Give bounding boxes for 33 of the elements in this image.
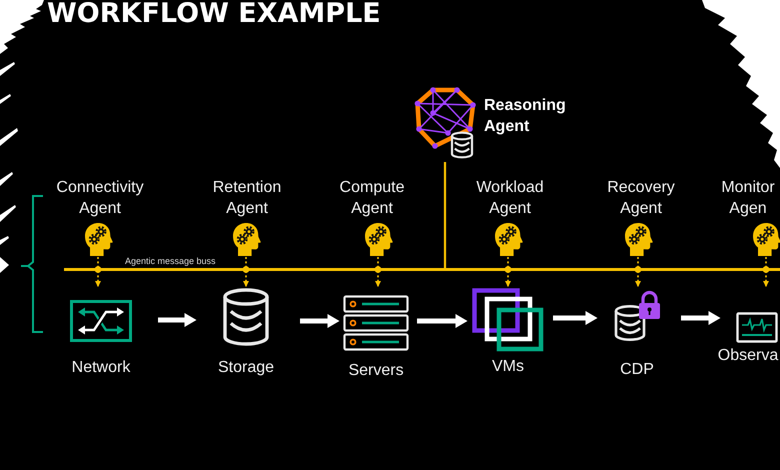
item-label: Storage (218, 358, 274, 378)
connector-line (374, 257, 382, 273)
agent-label: Retention Agent (212, 178, 282, 219)
agent-label: Connectivity Agent (56, 178, 144, 219)
item-label: Network (72, 358, 130, 378)
bus-label: Agentic message buss (125, 256, 216, 267)
arrow (300, 314, 340, 328)
item-label: CDP (620, 360, 654, 380)
connector-line (762, 257, 770, 273)
item-label: Servers (348, 361, 404, 381)
arrow (375, 271, 381, 287)
arrow (635, 271, 641, 287)
agent-label: Recovery Agent (607, 178, 675, 219)
agent-label: Compute Agent (340, 178, 404, 219)
connector-line (444, 162, 446, 268)
arrow (243, 271, 249, 287)
item-label: Observa (718, 346, 778, 366)
arrow (681, 311, 720, 325)
arrow (763, 271, 769, 287)
connector-line (634, 257, 642, 273)
agent-label: Reasoning Agent (484, 96, 566, 137)
connector-line (94, 257, 102, 273)
connector-line (504, 257, 512, 273)
title: WORKFLOW EXAMPLE (47, 0, 381, 27)
arrow (158, 313, 196, 327)
arrow (505, 271, 511, 287)
arrow (417, 314, 468, 328)
agent-label: Workload Agent (476, 178, 544, 219)
agent-label: Monitor Agen (721, 178, 775, 219)
connector-line (242, 257, 250, 273)
arrow (553, 311, 598, 325)
item-label: VMs (492, 357, 524, 377)
arrow (95, 271, 101, 287)
